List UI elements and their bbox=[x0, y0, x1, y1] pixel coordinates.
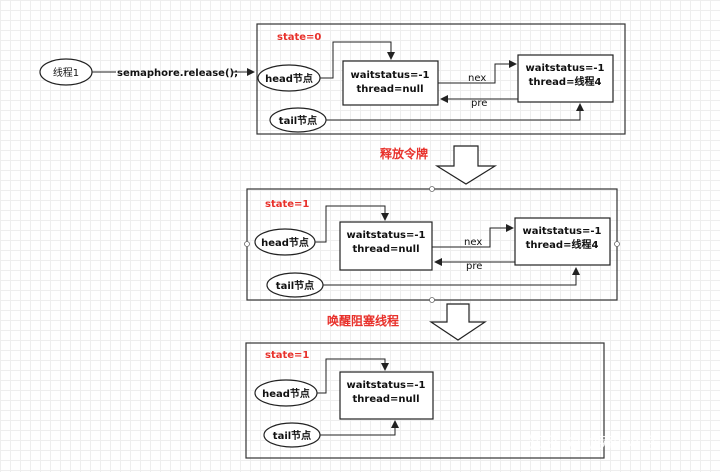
panel1-node1-waitstatus: waitstatus=-1 bbox=[350, 70, 429, 81]
panel1-node1-thread: thread=null bbox=[357, 84, 424, 95]
panel2-node1-thread: thread=null bbox=[353, 244, 420, 255]
panel3-frame bbox=[245, 342, 605, 459]
release-call-label: semaphore.release(); bbox=[117, 68, 238, 79]
panel3-node1-box bbox=[339, 371, 434, 420]
panel2-prev-label: pre bbox=[466, 261, 482, 272]
panel3-node1-thread: thread=null bbox=[353, 394, 420, 405]
panel1-head-arrow bbox=[320, 41, 395, 79]
panel1-tail-arrow bbox=[326, 103, 584, 121]
panel2-handle-right bbox=[614, 241, 620, 247]
panel3-head-label: head节点 bbox=[262, 387, 310, 400]
panel3-state: state=1 bbox=[265, 350, 309, 361]
panel3-node1-waitstatus: waitstatus=-1 bbox=[346, 380, 425, 391]
panel2-node2-box bbox=[514, 217, 611, 266]
panel1-state: state=0 bbox=[277, 32, 321, 43]
panel1-node2-box bbox=[517, 54, 614, 103]
panel1-node2-waitstatus: waitstatus=-1 bbox=[525, 63, 604, 74]
step2-down-arrow bbox=[429, 303, 487, 341]
panel2-node1-waitstatus: waitstatus=-1 bbox=[346, 230, 425, 241]
panel2-handle-left bbox=[244, 241, 250, 247]
thread1-label: 线程1 bbox=[53, 66, 79, 79]
panel1-next-arrow bbox=[438, 60, 517, 84]
step1-label: 释放令牌 bbox=[380, 146, 428, 161]
panel1-prev-label: pre bbox=[471, 98, 487, 109]
panel1-head-label: head节点 bbox=[265, 72, 313, 85]
panel1-node2-thread: thread=线程4 bbox=[529, 75, 602, 88]
panel2-node1-box bbox=[339, 221, 433, 271]
panel1-tail-label: tail节点 bbox=[279, 114, 317, 127]
step1-down-arrow bbox=[434, 145, 498, 185]
panel2-state: state=1 bbox=[265, 199, 309, 210]
panel2-next-label: nex bbox=[464, 237, 482, 248]
panel2-tail-arrow bbox=[323, 267, 580, 286]
panel1-frame bbox=[256, 23, 626, 135]
panel2-tail-label: tail节点 bbox=[276, 279, 314, 292]
watermark: 知乎 @勤劳的小手 bbox=[528, 433, 661, 452]
panel2-node2-thread: thread=线程4 bbox=[526, 238, 599, 251]
panel2-node2-waitstatus: waitstatus=-1 bbox=[522, 226, 601, 237]
panel3-tail-arrow bbox=[320, 420, 399, 436]
panel1-next-label: nex bbox=[468, 73, 486, 84]
panel2-handle-top bbox=[429, 186, 435, 192]
panel3-head-arrow bbox=[317, 358, 389, 394]
panel2-next-arrow bbox=[432, 224, 514, 248]
panel3-tail-label: tail节点 bbox=[273, 429, 311, 442]
panel2-handle-bottom bbox=[429, 297, 435, 303]
panel2-head-label: head节点 bbox=[261, 236, 309, 249]
panel2-head-arrow bbox=[315, 205, 389, 243]
step2-label: 唤醒阻塞线程 bbox=[327, 313, 399, 328]
panel1-node1-box bbox=[342, 60, 439, 106]
